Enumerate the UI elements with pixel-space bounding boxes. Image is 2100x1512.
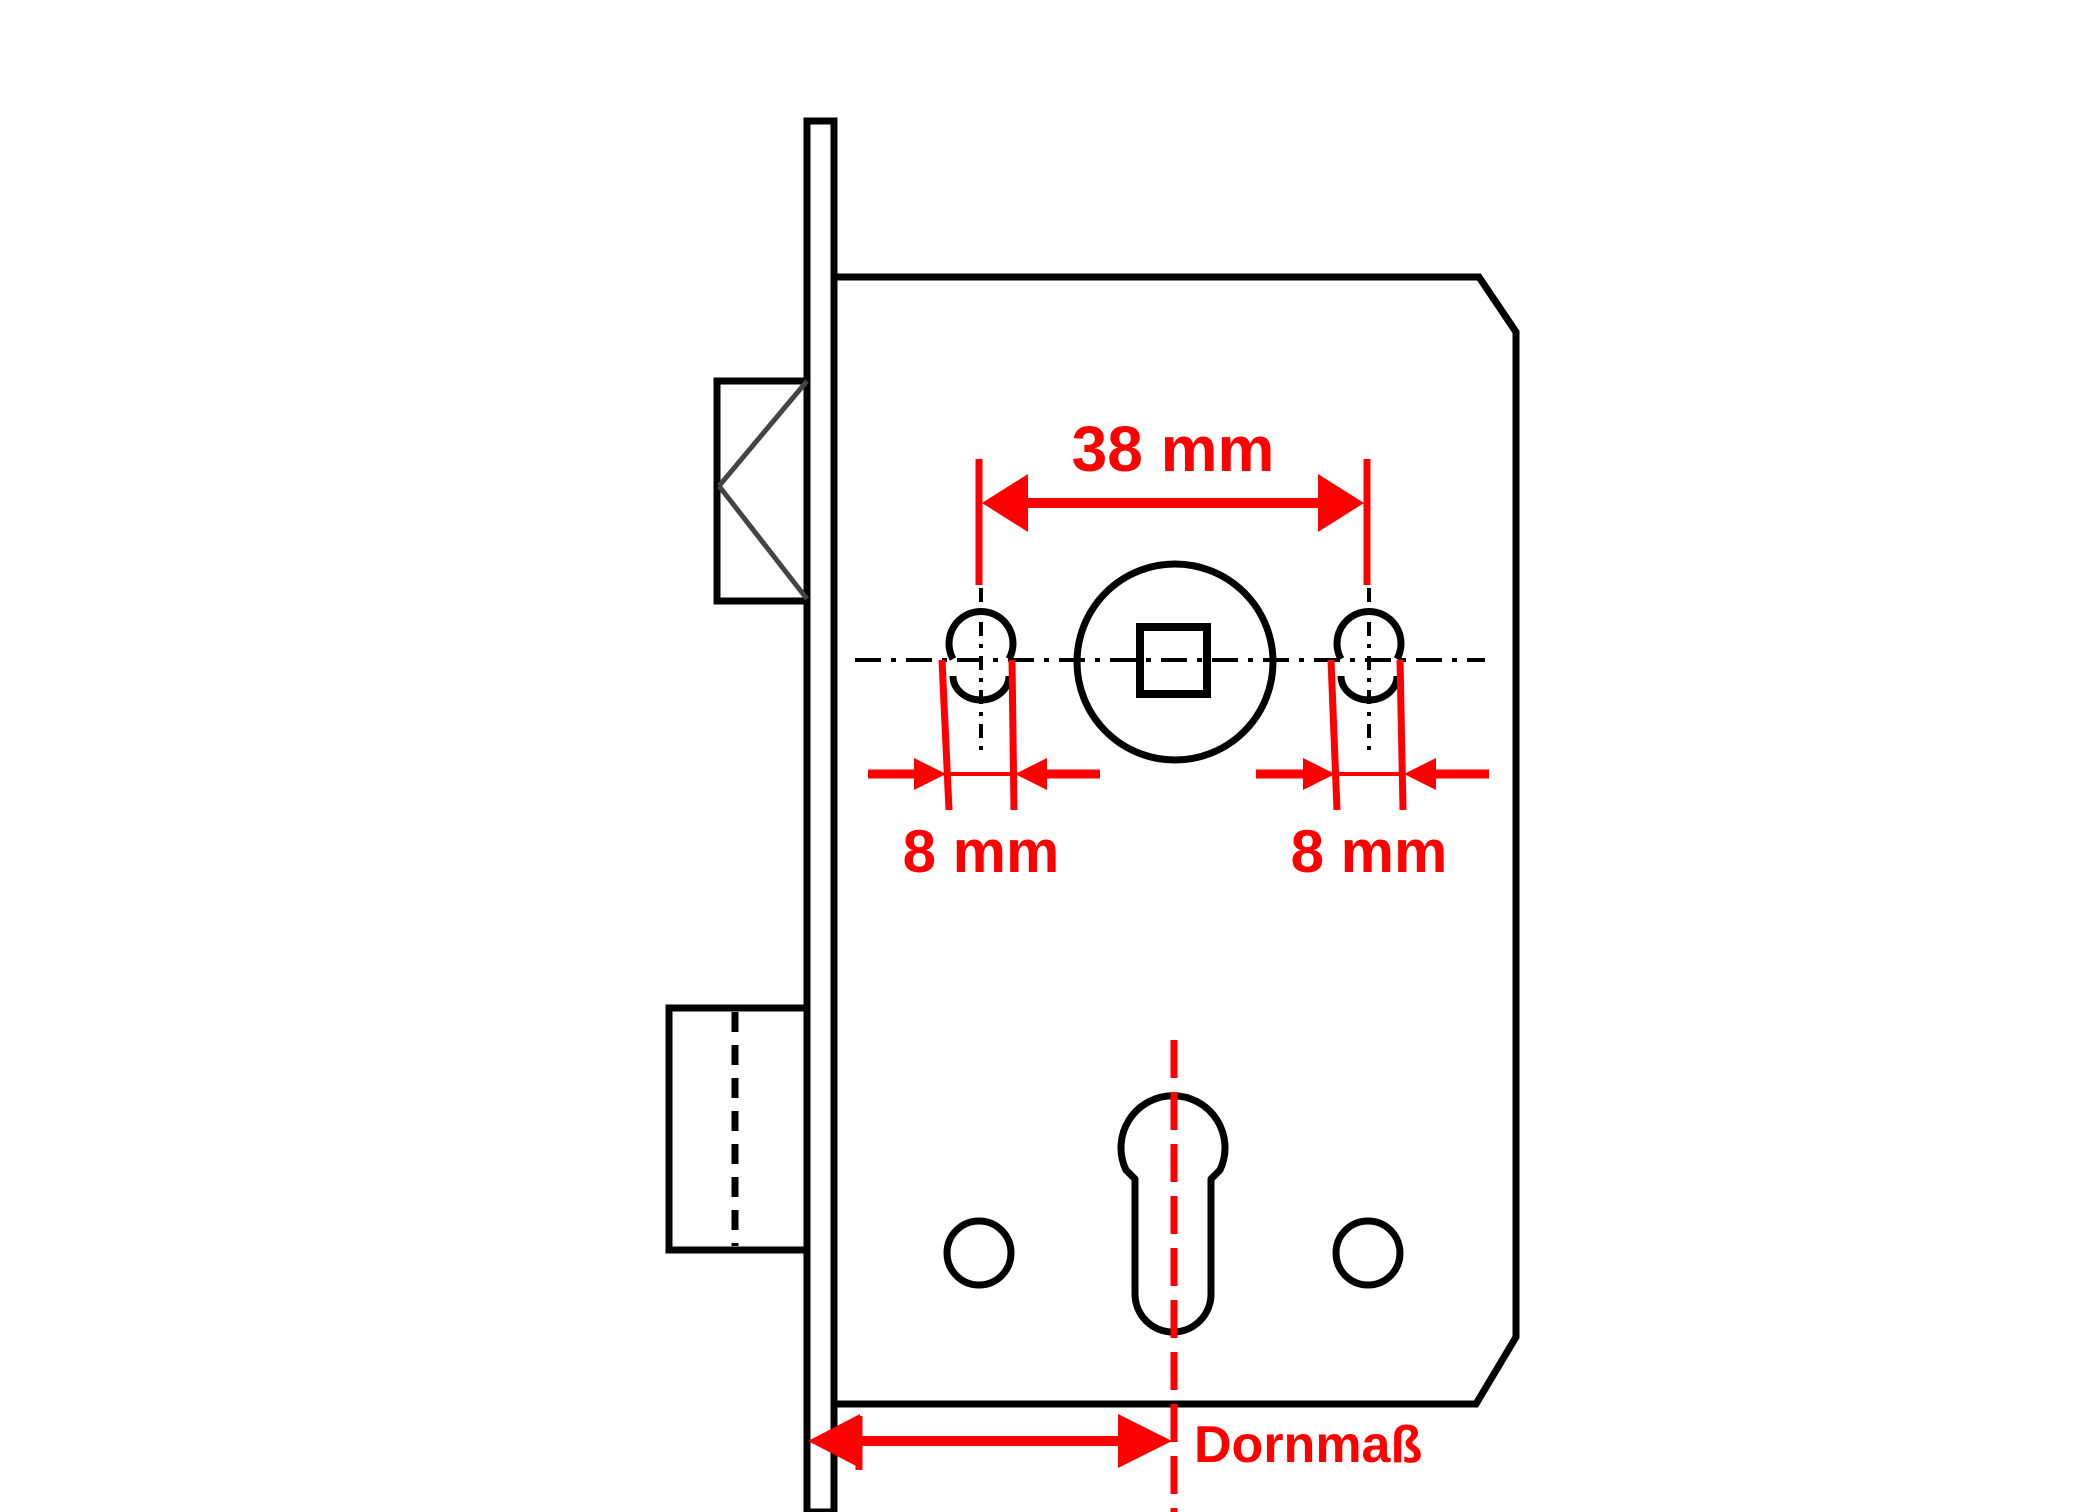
latch-bolt: [713, 377, 809, 605]
lock-case: [834, 273, 1520, 1408]
spindle-hub: [1073, 560, 1277, 764]
left-hole-label: 8 mm: [903, 818, 1060, 885]
spindle-spacing-label: 38 mm: [1072, 413, 1275, 485]
left-lower-screw-hole: [943, 1217, 1015, 1289]
faceplate: [803, 117, 838, 1512]
right-hole-label: 8 mm: [1291, 818, 1448, 885]
backset-label: Dornmaß: [1194, 1416, 1422, 1474]
cylinder-keyhole: [1117, 1092, 1229, 1336]
backset-dimension: [808, 1414, 1172, 1470]
square-spindle-hole: [1136, 623, 1211, 698]
right-lower-screw-hole: [1332, 1217, 1404, 1289]
dead-bolt: [665, 1004, 807, 1254]
left-hole-dimension: [868, 659, 1100, 811]
right-hole-dimension: [1256, 659, 1489, 811]
spindle-spacing-dimension: [975, 459, 1371, 585]
